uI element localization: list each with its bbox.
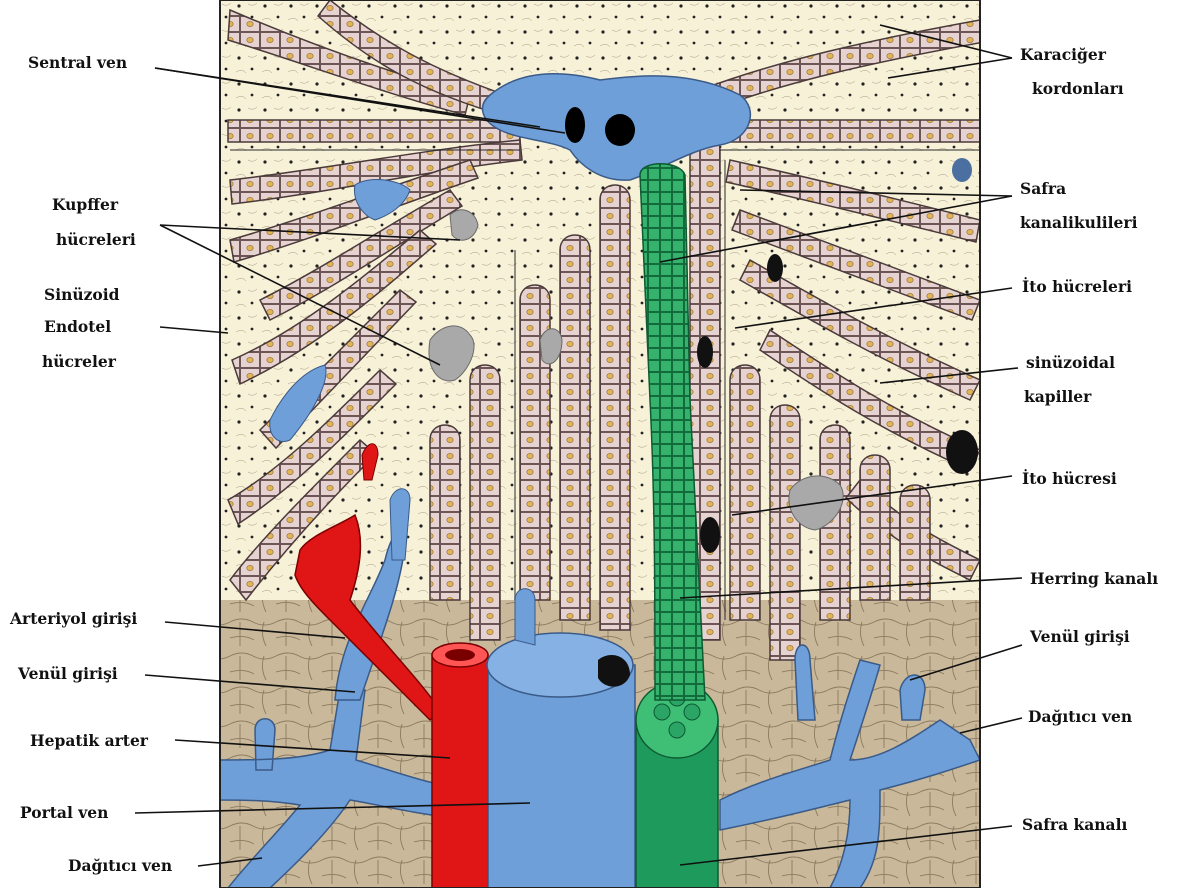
label-kupffer-line1: Kupffer — [52, 195, 119, 214]
bile-duct — [636, 682, 718, 888]
hepatic-artery — [432, 643, 488, 888]
label-sinusoidal-line2: kapiller — [1024, 387, 1092, 406]
labels-right: Karaciğer kordonları Safra kanalikuliler… — [1020, 45, 1158, 834]
label-distributing-vein-left: Dağıtıcı ven — [68, 856, 172, 875]
labels-left: Sentral ven Kupffer hücreleri Sinüzoid E… — [9, 53, 172, 875]
label-hepatic-artery: Hepatik arter — [30, 731, 149, 750]
label-venule-inlet-left: Venül girişi — [17, 664, 118, 683]
label-arteriole-inlet: Arteriyol girişi — [9, 609, 137, 628]
label-ito-cell: İto hücresi — [1022, 469, 1117, 488]
label-kupffer-line2: hücreleri — [56, 230, 136, 249]
label-ito-cells: İto hücreleri — [1022, 277, 1132, 296]
label-endothelial-line1: Sinüzoid — [44, 285, 120, 304]
label-liver-cords-line1: Karaciğer — [1020, 45, 1107, 64]
label-distributing-vein-right: Dağıtıcı ven — [1028, 707, 1132, 726]
label-hering-canal: Herring kanalı — [1030, 569, 1158, 588]
label-bile-duct: Safra kanalı — [1022, 815, 1127, 834]
label-endothelial-line3: hücreler — [42, 352, 117, 371]
label-sinusoidal-line1: sinüzoidal — [1026, 353, 1115, 372]
label-portal-vein: Portal ven — [20, 803, 108, 822]
lobule-illustration — [220, 0, 984, 888]
label-venule-inlet-right: Venül girişi — [1029, 627, 1130, 646]
label-bile-canaliculi-line1: Safra — [1020, 179, 1066, 198]
label-liver-cords-line2: kordonları — [1032, 79, 1124, 98]
label-bile-canaliculi-line2: kanalikulileri — [1020, 213, 1138, 232]
label-endothelial-line2: Endotel — [44, 317, 111, 336]
label-central-vein: Sentral ven — [28, 53, 127, 72]
